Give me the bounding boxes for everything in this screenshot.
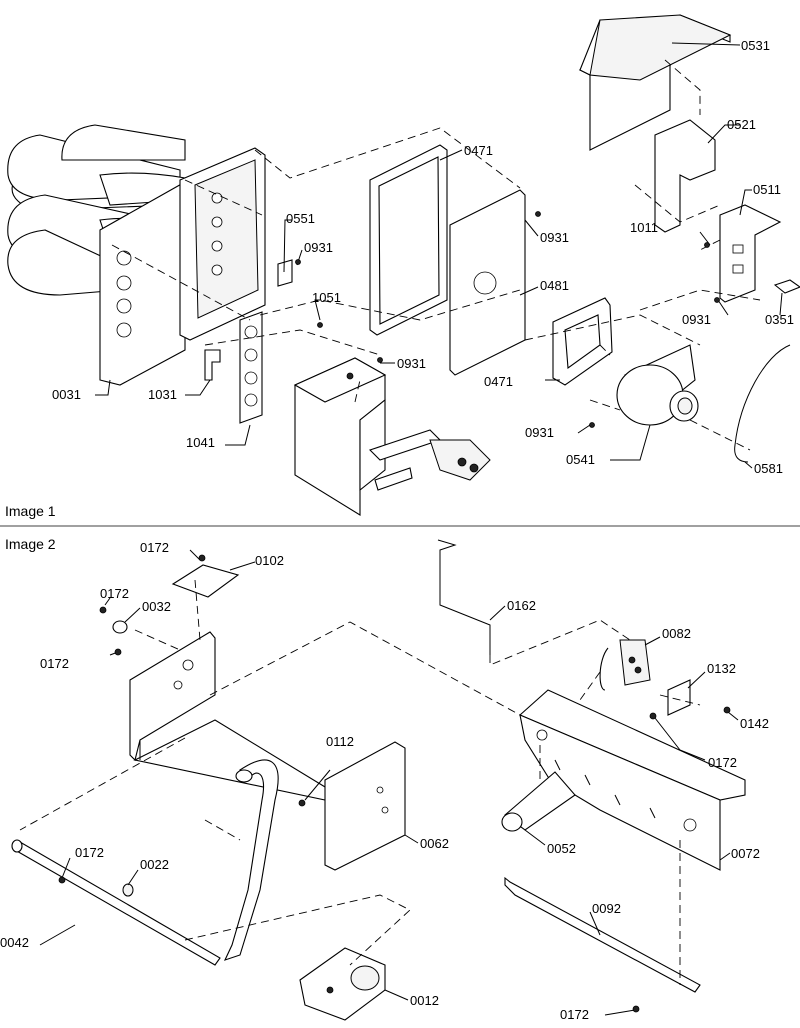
section-caption-image-2: Image 2 — [5, 536, 56, 552]
fitting-0032 — [112, 620, 128, 634]
callout: 0511 — [753, 182, 781, 197]
callout: 0031 — [52, 387, 81, 402]
callout: 0581 — [754, 461, 783, 476]
callout: 0062 — [420, 836, 449, 851]
inducer-blower-0541 — [616, 344, 699, 426]
panel-0531 — [578, 14, 732, 151]
callout: 0931 — [397, 356, 426, 371]
callout: 0541 — [566, 452, 595, 467]
burner-rail-0072 — [518, 689, 746, 871]
callout: 0551 — [286, 211, 315, 226]
callout: 1041 — [186, 435, 215, 450]
callout: 1051 — [312, 290, 341, 305]
callout: 0172 — [560, 1007, 589, 1022]
rod-0162 — [437, 539, 491, 655]
bracket-0132 — [667, 679, 691, 716]
hose-0581 — [734, 344, 791, 463]
panel-0481 — [449, 189, 526, 376]
callout: 0042 — [0, 935, 29, 950]
bracket-0511 — [719, 204, 782, 303]
callout: 0172 — [75, 845, 104, 860]
gasket-0471-upper — [369, 144, 448, 336]
plate-0551 — [277, 259, 293, 287]
callout: 0521 — [727, 117, 756, 132]
callout: 0471 — [484, 374, 513, 389]
burner-0052 — [501, 771, 576, 832]
callout: 0931 — [304, 240, 333, 255]
callout: 0481 — [540, 278, 569, 293]
leader-lines-image-1 — [95, 42, 783, 469]
callout: 0172 — [40, 656, 69, 671]
callout: 0162 — [507, 598, 536, 613]
bracket-0521 — [654, 119, 716, 233]
callout: 0102 — [255, 553, 284, 568]
callout: 0931 — [682, 312, 711, 327]
callout: 0052 — [547, 841, 576, 856]
callout: 0082 — [662, 626, 691, 641]
callout: 0531 — [741, 38, 770, 53]
burner-box — [293, 357, 491, 516]
callout: 0471 — [464, 143, 493, 158]
screws-image-1 — [295, 211, 720, 428]
callout: 1031 — [148, 387, 177, 402]
callout: 0012 — [410, 993, 439, 1008]
manifold-0042 — [11, 759, 279, 966]
plate-0092 — [504, 876, 701, 993]
callout: 0931 — [525, 425, 554, 440]
callout: 0172 — [708, 755, 737, 770]
heat-exchanger — [7, 124, 266, 386]
part-0351 — [773, 279, 800, 294]
section-caption-image-1: Image 1 — [5, 503, 56, 519]
screws-image-2 — [58, 554, 731, 1013]
leader-lines-image-2 — [39, 549, 739, 1016]
valve-0082 — [599, 639, 651, 691]
callout: 1011 — [630, 220, 658, 235]
left-panel-box — [129, 631, 331, 801]
callout: 0351 — [765, 312, 794, 327]
callout: 0172 — [100, 586, 129, 601]
callout: 0112 — [326, 734, 354, 749]
callout: 0142 — [740, 716, 769, 731]
panel-0062 — [324, 741, 406, 871]
bracket-1031 — [204, 349, 221, 381]
plate-0102 — [171, 564, 240, 598]
callout: 0931 — [540, 230, 569, 245]
gas-valve-0012 — [299, 947, 386, 1021]
callout: 0022 — [140, 857, 169, 872]
gasket-0471-lower — [552, 297, 613, 386]
callouts-image-2: 0172 0102 0172 0032 0172 0162 0082 0132 … — [0, 540, 769, 1022]
gasket-1041 — [239, 311, 263, 424]
image-2-drawing: 0172 0102 0172 0032 0172 0162 0082 0132 … — [0, 539, 769, 1022]
callout: 0172 — [140, 540, 169, 555]
callout: 0072 — [731, 846, 760, 861]
callout: 0132 — [707, 661, 736, 676]
alignment-lines-image-1 — [111, 59, 761, 451]
alignment-lines-image-2 — [19, 579, 701, 985]
image-1-drawing: 0531 0521 0511 1011 0351 0931 0471 0931 … — [7, 14, 800, 516]
callouts-image-1: 0531 0521 0511 1011 0351 0931 0471 0931 … — [52, 38, 794, 476]
callout: 0032 — [142, 599, 171, 614]
callout: 0092 — [592, 901, 621, 916]
